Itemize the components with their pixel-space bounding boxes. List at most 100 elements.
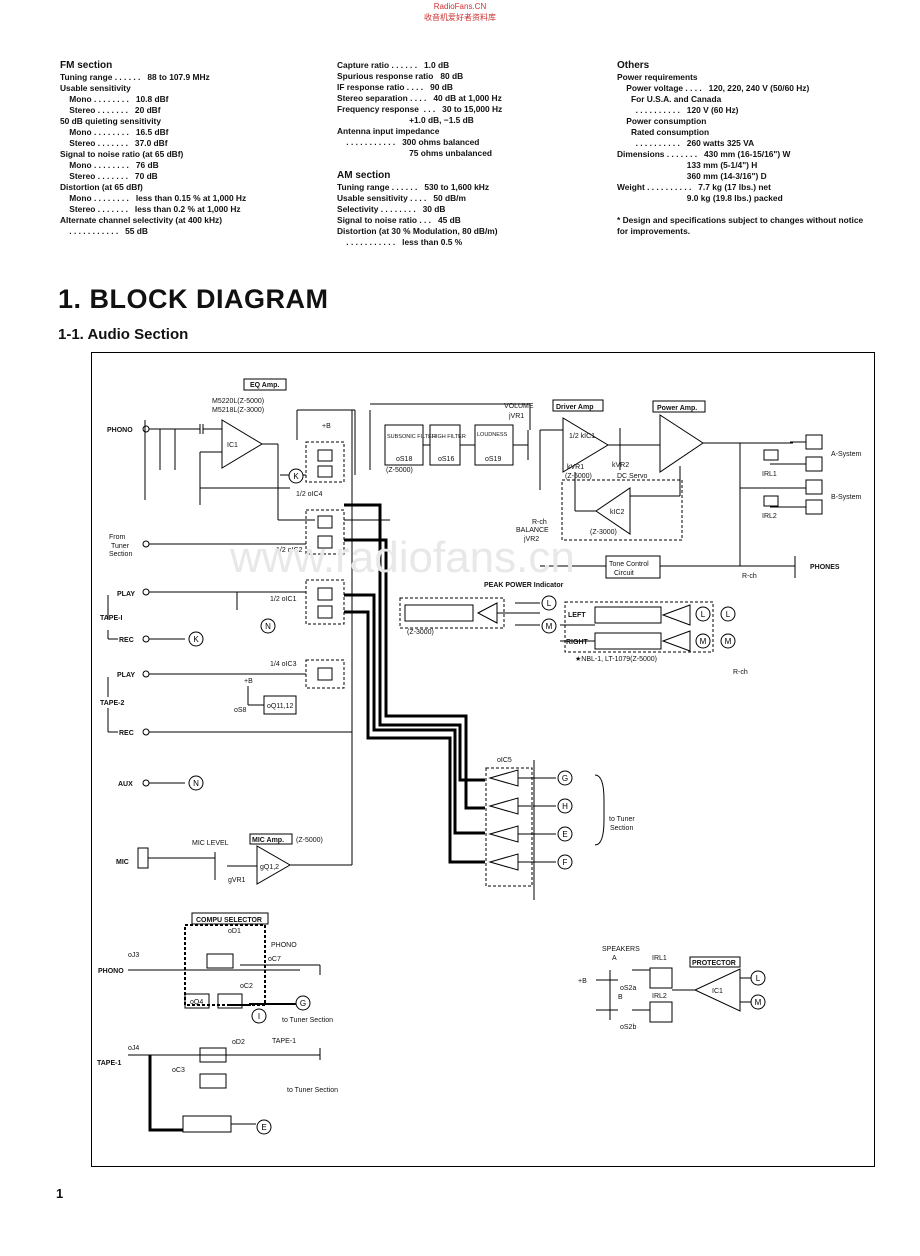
- spec-row: . . . . . . . . . . . 300 ohms balanced: [337, 137, 480, 147]
- label-rch: R-ch: [532, 519, 547, 526]
- connector-label: G: [562, 774, 568, 783]
- label-phono: PHONO: [107, 427, 133, 434]
- connector-circle: [695, 606, 711, 622]
- connector-circle: [541, 595, 557, 611]
- spec-row: Stereo separation . . . . 40 dB at 1,000…: [337, 93, 502, 103]
- spec-row: Tuning range . . . . . . 530 to 1,600 kH…: [337, 182, 490, 192]
- label-irl2b: IRL2: [652, 993, 667, 1000]
- label-z5000c: (Z-5000): [565, 473, 592, 480]
- label-os18: oS18: [396, 456, 412, 463]
- connector-label: L: [701, 610, 706, 619]
- spec-row: Capture ratio . . . . . . 1.0 dB: [337, 60, 450, 70]
- label-oc7: oC7: [268, 956, 281, 963]
- connector-circle: [557, 770, 573, 786]
- label-volume: VOLUME: [504, 403, 534, 410]
- connector-label: N: [265, 622, 271, 631]
- label-nbl: ★NBL-1, LT-1079(Z-5000): [575, 655, 657, 663]
- label-z3000: (Z-3000): [590, 529, 617, 536]
- watermark-center: www.radiofans.cn: [229, 533, 575, 582]
- spec-row: Selectivity . . . . . . . . 30 dB: [337, 204, 446, 214]
- spec-row: 9.0 kg (19.8 lbs.) packed: [617, 193, 783, 203]
- connector-circle: [720, 606, 736, 622]
- spec-row: Mono . . . . . . . . 76 dB: [60, 160, 159, 170]
- spec-row: Distortion (at 65 dBf): [60, 182, 143, 192]
- label-to-tuner: to Tuner: [609, 816, 635, 823]
- label-os16: oS16: [438, 456, 454, 463]
- spec-row: For U.S.A. and Canada: [617, 94, 722, 104]
- label-od1: oD1: [228, 928, 241, 935]
- label-subsonic: SUBSONIC FILTER: [387, 434, 436, 440]
- label-loudness: LOUDNESS: [477, 432, 508, 438]
- spec-row: FM section: [60, 60, 113, 71]
- spec-row: 50 dB quieting sensitivity: [60, 116, 161, 126]
- label-aux: AUX: [118, 781, 133, 788]
- spec-row: IF response ratio . . . . 90 dB: [337, 82, 453, 92]
- spec-row: Frequency response . . . 30 to 15,000 Hz: [337, 104, 503, 114]
- label-b-system: B-System: [831, 494, 862, 501]
- label-tape2: TAPE-2: [100, 700, 124, 707]
- spec-row: Mono . . . . . . . . less than 0.15 % at…: [60, 193, 247, 203]
- label-gq: gQ1,2: [260, 864, 279, 871]
- label-os2a: oS2a: [620, 985, 636, 992]
- label-os19: oS19: [485, 456, 501, 463]
- label-phones: PHONES: [810, 564, 840, 571]
- connector-circle: [541, 618, 557, 634]
- label-rch2: R-ch: [742, 573, 757, 580]
- label-to-tuner2: to Tuner Section: [282, 1017, 333, 1024]
- label-section: Section: [109, 551, 132, 558]
- label-plus-b2: +B: [578, 978, 587, 985]
- spec-row: Stereo . . . . . . . 20 dBf: [60, 105, 161, 115]
- spec-row: Power voltage . . . . 120, 220, 240 V (5…: [617, 83, 810, 93]
- spec-row: AM section: [337, 170, 391, 181]
- page-number: 1: [56, 1186, 64, 1201]
- spec-row: Usable sensitivity . . . . 50 dB/m: [337, 193, 466, 203]
- spec-row: Stereo . . . . . . . 37.0 dBf: [60, 138, 168, 148]
- label-irl1: IRL1: [762, 471, 777, 478]
- label-kic2: kIC2: [610, 509, 625, 516]
- label-tape1: TAPE-I: [100, 615, 122, 622]
- label-right: RIGHT: [566, 639, 589, 646]
- label-from: From: [109, 534, 126, 541]
- connector-circle: [557, 826, 573, 842]
- label-play1: PLAY: [117, 591, 135, 598]
- label-od2: oD2: [232, 1039, 245, 1046]
- label-high-filter: HIGH FILTER: [432, 434, 466, 440]
- label-compu: COMPU SELECTOR: [196, 917, 262, 924]
- label-plus-b-2: +B: [244, 678, 253, 685]
- spec-row: [337, 159, 502, 170]
- label-speakers: SPEAKERS: [602, 946, 640, 953]
- label-oic5: oIC5: [497, 757, 512, 764]
- label-oq4: oQ4: [190, 999, 203, 1006]
- connector-label: M: [700, 637, 707, 646]
- label-to-tuner3: to Tuner Section: [287, 1087, 338, 1094]
- spec-row: Others: [617, 60, 650, 71]
- connector-label: L: [756, 974, 761, 983]
- spec-row: * Design and specifications subject to c…: [617, 215, 864, 236]
- label-tone: Tone Control: [609, 561, 649, 568]
- spec-row: Weight . . . . . . . . . . 7.7 kg (17 lb…: [617, 182, 771, 192]
- label-ic3: 1/4 oIC3: [270, 661, 297, 668]
- connector-label: L: [726, 610, 731, 619]
- spec-row: +1.0 dB, −1.5 dB: [337, 115, 474, 125]
- label-eq-parts2: M5218L(Z-3000): [212, 407, 264, 414]
- section-heading: 1-1. Audio Section: [58, 326, 189, 343]
- spec-row: Usable sensitivity: [60, 83, 131, 93]
- label-eq-parts1: M5220L(Z-5000): [212, 398, 264, 405]
- label-z3000b: (Z-3000): [407, 629, 434, 636]
- connector-label: G: [300, 999, 306, 1008]
- label-ic1b: 1/2 oIC1: [270, 596, 297, 603]
- connector-circle: [557, 854, 573, 870]
- connector-circle: [260, 618, 276, 634]
- connector-label: M: [755, 998, 762, 1007]
- connector-label: F: [563, 858, 568, 867]
- label-section2: Section: [610, 825, 633, 832]
- spec-row: . . . . . . . . . . . less than 0.5 %: [337, 237, 463, 247]
- label-irl1b: IRL1: [652, 955, 667, 962]
- label-ic2: 1/2 oIC2: [276, 547, 303, 554]
- spec-row: . . . . . . . . . . . 55 dB: [60, 226, 148, 236]
- label-os8: oS8: [234, 707, 247, 714]
- label-power-amp: Power Amp.: [657, 405, 697, 412]
